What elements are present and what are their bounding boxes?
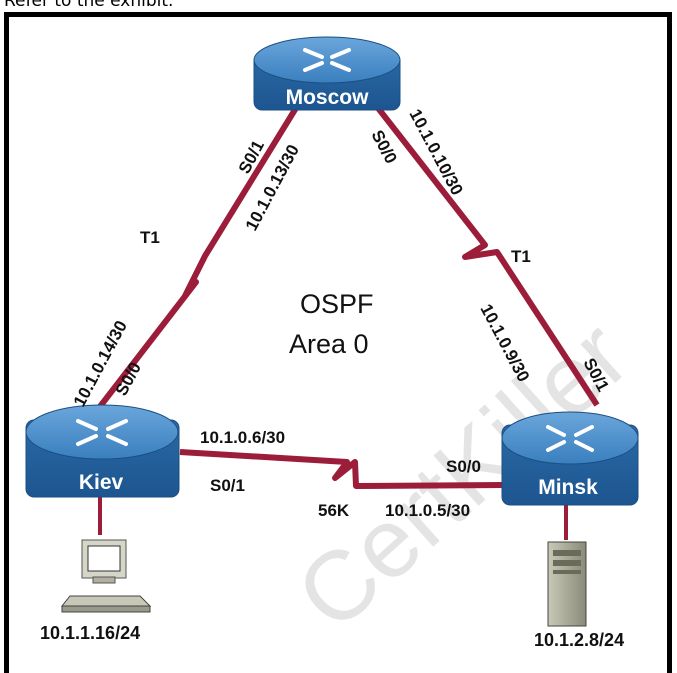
host-ip-label: 10.1.1.16/24 — [40, 623, 140, 643]
router-kiev[interactable]: Kiev — [25, 404, 180, 498]
link-type-label: T1 — [511, 247, 531, 266]
router-name-kiev: Kiev — [79, 471, 124, 494]
interface-label: S0/1 — [210, 476, 245, 495]
router-moscow[interactable]: Moscow — [253, 36, 401, 111]
area-label: Area 0 — [289, 329, 369, 359]
router-arrows-icon — [303, 48, 351, 72]
link-kiev-minsk — [179, 449, 506, 489]
exhibit-header: Refer to the exhibit. — [4, 0, 174, 11]
ospf-label: OSPF — [300, 289, 374, 319]
router-name-minsk: Minsk — [538, 476, 598, 499]
interface-label: S0/0 — [112, 359, 145, 399]
interface-label: S0/0 — [446, 457, 481, 476]
workstation-icon[interactable] — [60, 539, 152, 613]
exhibit-frame — [4, 12, 672, 673]
ip-label: 10.1.0.5/30 — [385, 501, 470, 520]
router-arrows-icon — [76, 419, 128, 446]
router-name-moscow: Moscow — [286, 86, 370, 109]
ip-label: 10.1.0.6/30 — [200, 428, 285, 447]
router-minsk[interactable]: Minsk — [501, 411, 639, 506]
link-moscow-kiev — [82, 106, 299, 428]
server-icon[interactable] — [547, 541, 587, 627]
link-type-label: 56K — [318, 501, 350, 520]
link-type-label: T1 — [140, 228, 160, 247]
router-arrows-icon — [546, 425, 594, 452]
link-moscow-minsk — [375, 106, 600, 407]
host-ip-label: 10.1.2.8/24 — [534, 630, 624, 650]
